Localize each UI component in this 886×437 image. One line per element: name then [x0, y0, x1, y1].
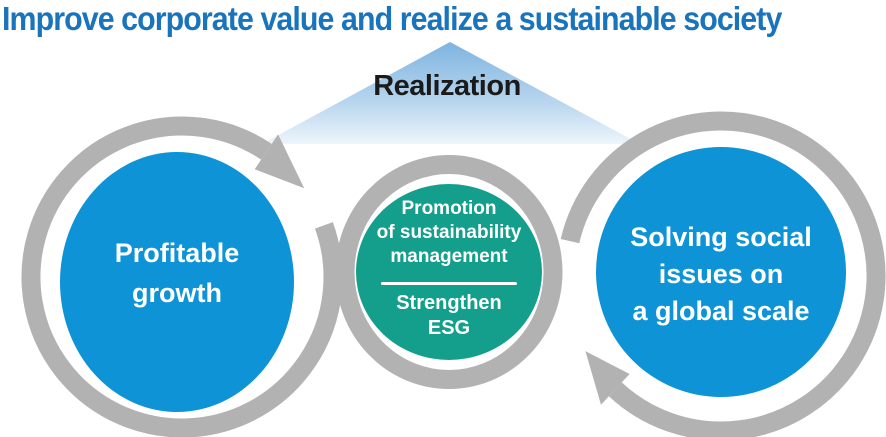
center-circle-divider: [381, 282, 517, 285]
right-cycle-ring: [560, 111, 886, 437]
right-clockwise-arrowhead-icon: [585, 351, 630, 405]
page-title: Improve corporate value and realize a su…: [2, 0, 782, 37]
social-issues-circle: [596, 147, 846, 397]
sustainability-circle: [356, 184, 542, 360]
right-circle-label-line1: Solving social: [630, 222, 812, 252]
left-circle-label-line2: growth: [132, 278, 222, 308]
realization-triangle-icon: [262, 42, 640, 144]
right-circle-label-line2: issues on: [658, 259, 784, 289]
center-circle-label-line3: management: [390, 246, 508, 267]
right-circle-label-line3: a global scale: [632, 296, 810, 326]
left-circle-label: Profitable growth: [57, 233, 297, 313]
center-circle-label-bottom: Strengthen ESG: [349, 291, 549, 341]
left-clockwise-arrowhead-icon: [254, 134, 305, 189]
center-cycle-ring: [335, 155, 563, 389]
profitable-growth-circle: [60, 152, 294, 412]
center-circle-label-line5: ESG: [427, 317, 471, 339]
center-circle-label-line4: Strengthen: [396, 292, 502, 314]
left-circle-label-line1: Profitable: [114, 238, 240, 268]
right-circle-label: Solving social issues on a global scale: [601, 219, 841, 330]
left-cycle-ring: [21, 116, 343, 437]
center-circle-label-top: Promotion of sustainability management: [349, 197, 549, 269]
center-circle-label-line1: Promotion: [401, 198, 497, 219]
realization-label: Realization: [373, 70, 521, 102]
center-circle-label-line2: of sustainability: [376, 222, 522, 243]
